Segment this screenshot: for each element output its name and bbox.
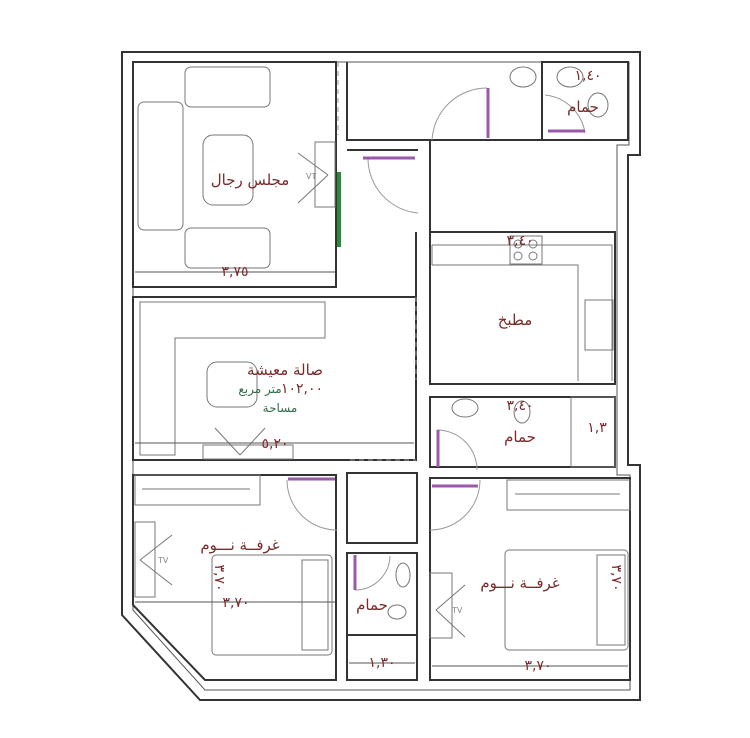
dimension-label: ١,٣٠ [368, 655, 395, 671]
dimension-label: ٣,٧٠ [524, 658, 551, 674]
room-label: مطبخ [498, 311, 533, 329]
room-label: غرفــة نـــوم [480, 574, 559, 592]
room-label: حمام [356, 596, 388, 614]
area-value: ١٠٢,٠٠ [281, 381, 323, 397]
room-bedroom-left: TV غرفــة نـــوم ٣,٧٠ ٣,٧٠ [132, 474, 338, 681]
room-label: صالة معيشة [247, 361, 323, 379]
room-kitchen: ٣,٤٠ مطبخ [429, 231, 616, 385]
room-bedroom-right: TV غرفــة نـــوم ٣,٧٠ ٣,٧٠ [429, 477, 631, 681]
tv-label: VT [306, 172, 316, 181]
room-label: غرفــة نـــوم [200, 536, 279, 554]
room-bath-mid: ٣,٤٠ حمام ١,٣ [429, 396, 616, 471]
room-bath-top: حمام ١,٤٠ [346, 61, 629, 150]
tv-label: TV [157, 556, 169, 565]
dimension-label: ٣,٤٠ [506, 233, 533, 249]
dimension-label: ٣,٤٠ [506, 398, 533, 414]
dimension-label: ٣,٧٠ [222, 595, 249, 611]
dimension-label: ٥,٢٠ [261, 436, 288, 452]
dimension-label: ٣,٧٠ [608, 564, 624, 591]
dimension-label: ١,٤٠ [574, 68, 601, 84]
outer-wall [121, 51, 641, 701]
dimension-label: ٣,٧٠ [211, 564, 227, 591]
dimension-label: ٣,٧٥ [221, 264, 248, 280]
sliding-door [337, 172, 341, 247]
room-label: مجلس رجال [211, 171, 290, 189]
room-label: حمام [504, 428, 536, 446]
room-majlis: VT مجلس رجال ٣,٧٥ [132, 61, 341, 288]
room-label: حمام [567, 98, 599, 116]
dimension-label: ١,٣ [587, 420, 607, 436]
room-bath-small: حمام ١,٣٠ [346, 552, 418, 681]
tv-label: TV [451, 606, 463, 615]
area-unit: متر مربع [238, 382, 281, 397]
area-label: مساحة [263, 401, 298, 415]
room-living: صالة معيشة ١٠٢,٠٠ متر مربع مساحة ٥,٢٠ [132, 296, 417, 461]
